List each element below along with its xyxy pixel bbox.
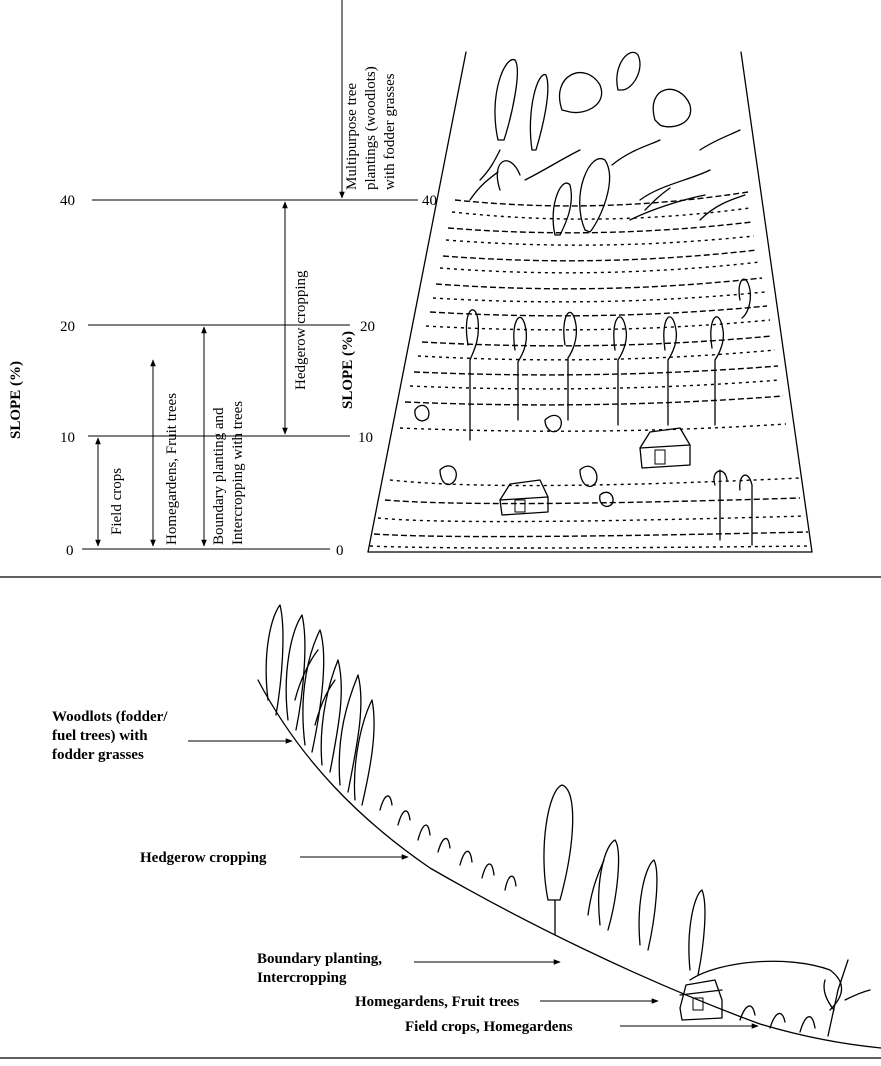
hillside-profile-line [258,680,881,1048]
multipurpose-label-line1: Multipurpose tree [344,83,360,190]
multipurpose-label-line3: with fodder grasses [382,73,398,190]
left-tick-10: 10 [60,430,75,446]
woodlots-label-line2: fuel trees) with [52,728,148,744]
boundary-profile-label-line1: Boundary planting, [257,951,382,967]
right-tick-20: 20 [360,319,375,335]
bottom-panel: Woodlots (fodder/ fuel trees) with fodde… [52,605,881,1048]
profile-fruit-trees [544,785,705,975]
woodlots-label-line1: Woodlots (fodder/ [52,709,168,725]
left-tick-20: 20 [60,319,75,335]
homegardens-profile-label: Homegardens, Fruit trees [355,994,519,1010]
hillside-outline [368,52,812,552]
slope-axis-label-left: SLOPE (%) [8,361,24,439]
terraced-hillside-illustration [368,52,812,552]
field-crops-label: Field crops [109,468,125,535]
slope-axis-label-right: SLOPE (%) [340,331,356,409]
profile-field-crops [740,960,870,1036]
profile-woodlot-trees [266,605,374,805]
woodlots-label-line3: fodder grasses [52,747,144,763]
homegardens-label: Homegardens, Fruit trees [164,393,180,545]
woodlot-trees [470,52,745,235]
boundary-profile-label-line2: Intercropping [257,970,347,986]
profile-house [680,961,842,1020]
hedgerow-profile-label: Hedgerow cropping [140,850,267,866]
multipurpose-label-line2: plantings (woodlots) [363,66,379,190]
left-tick-40: 40 [60,193,75,209]
left-tick-0: 0 [66,543,74,559]
boundary-label-line2: Intercropping with trees [230,401,246,545]
boundary-label-line1: Boundary planting and [211,407,227,545]
field-crops-profile-label: Field crops, Homegardens [405,1019,573,1035]
hedgerow-label: Hedgerow cropping [293,270,309,390]
right-tick-10: 10 [358,430,373,446]
top-panel: SLOPE (%) 40 20 10 0 40 20 10 0 SLOPE (%… [8,0,812,559]
profile-hedgerow-shrubs [380,796,516,890]
right-tick-0: 0 [336,543,344,559]
right-tick-40: 40 [422,193,437,209]
